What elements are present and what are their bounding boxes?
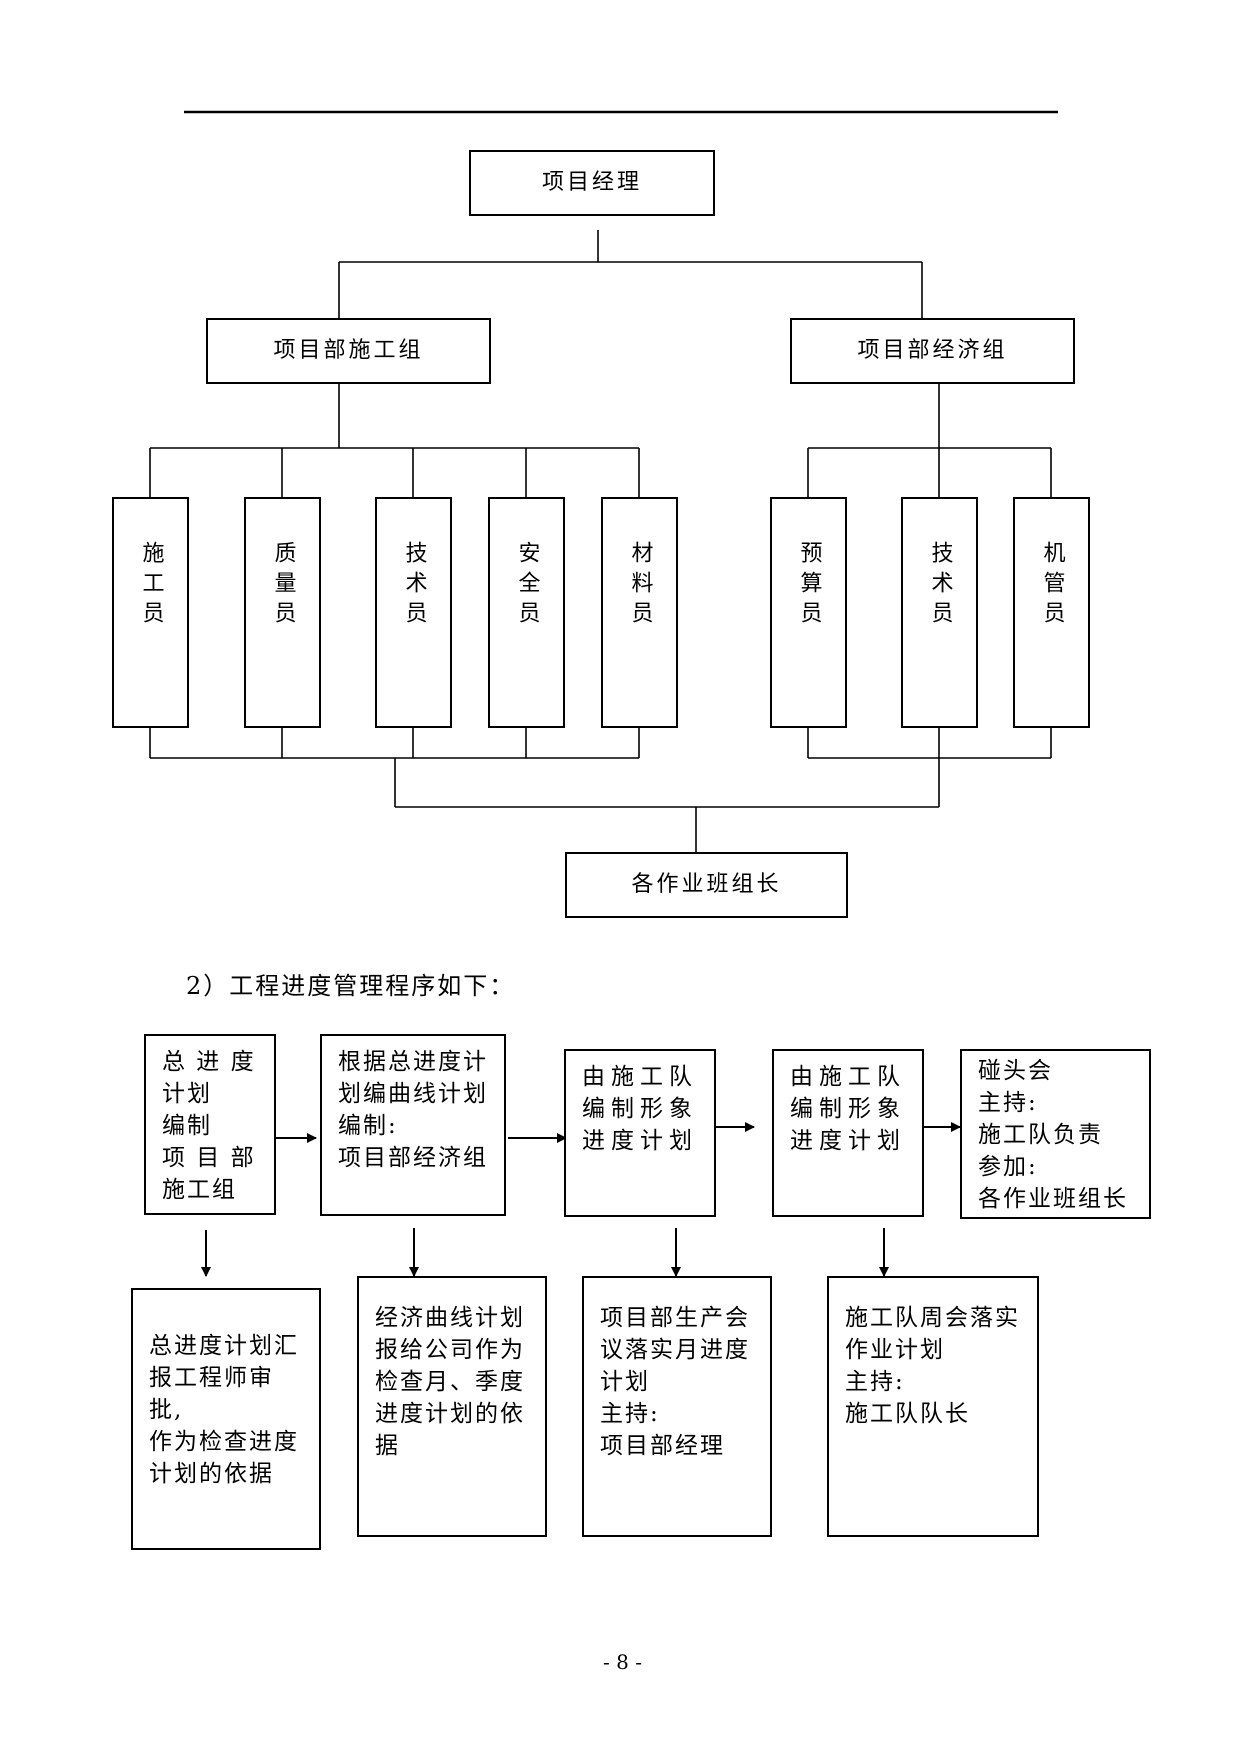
section-caption: 2）工程进度管理程序如下： xyxy=(186,972,516,1000)
org-member-label: 质量员 xyxy=(270,540,296,631)
page-number: - 8 - xyxy=(603,1650,642,1674)
org-group-label: 项目部施工组 xyxy=(273,338,424,363)
org-root-box: 项目经理 xyxy=(469,150,715,216)
org-member-label: 材料员 xyxy=(627,540,653,631)
flow-step-box: 根据总进度计 划编曲线计划 编制: 项目部经济组 xyxy=(320,1034,506,1216)
flow-step-box: 由施工队 编制形象 进度计划 xyxy=(772,1049,924,1217)
org-member-box: 施工员 xyxy=(112,497,189,728)
org-group-economic-box: 项目部经济组 xyxy=(790,318,1075,384)
flow-step-box: 总 进 度 计划 编制 项 目 部 施工组 xyxy=(144,1034,276,1215)
org-member-label: 技术员 xyxy=(401,540,427,631)
org-member-box: 预算员 xyxy=(770,497,847,728)
org-member-label: 机管员 xyxy=(1039,540,1065,631)
org-member-box: 材料员 xyxy=(601,497,678,728)
flow-step-box: 碰头会 主持: 施工队负责 参加: 各作业班组长 xyxy=(960,1049,1151,1219)
flow-outcome-box: 项目部生产会 议落实月进度 计划 主持: 项目部经理 xyxy=(582,1276,772,1537)
org-member-label: 技术员 xyxy=(927,540,953,631)
org-bottom-label: 各作业班组长 xyxy=(631,872,782,897)
org-root-label: 项目经理 xyxy=(541,170,642,195)
flow-outcome-box: 总进度计划汇 报工程师审批, 作为检查进度 计划的依据 xyxy=(131,1288,321,1550)
org-member-box: 质量员 xyxy=(244,497,321,728)
org-member-label: 施工员 xyxy=(138,540,164,631)
org-member-box: 机管员 xyxy=(1013,497,1090,728)
org-member-box: 技术员 xyxy=(901,497,978,728)
org-member-label: 预算员 xyxy=(796,540,822,631)
flow-outcome-box: 施工队周会落实 作业计划 主持: 施工队队长 xyxy=(827,1276,1039,1537)
flow-arrows xyxy=(201,1122,961,1277)
flow-outcome-box: 经济曲线计划 报给公司作为 检查月、季度 进度计划的依 据 xyxy=(357,1276,547,1537)
org-group-label: 项目部经济组 xyxy=(857,338,1008,363)
org-member-box: 安全员 xyxy=(488,497,565,728)
org-member-label: 安全员 xyxy=(514,540,540,631)
org-chart-lines xyxy=(149,230,1052,852)
org-group-construction-box: 项目部施工组 xyxy=(206,318,491,384)
flow-step-box: 由施工队 编制形象 进度计划 xyxy=(564,1049,716,1217)
org-member-box: 技术员 xyxy=(375,497,452,728)
org-bottom-box: 各作业班组长 xyxy=(565,852,848,918)
